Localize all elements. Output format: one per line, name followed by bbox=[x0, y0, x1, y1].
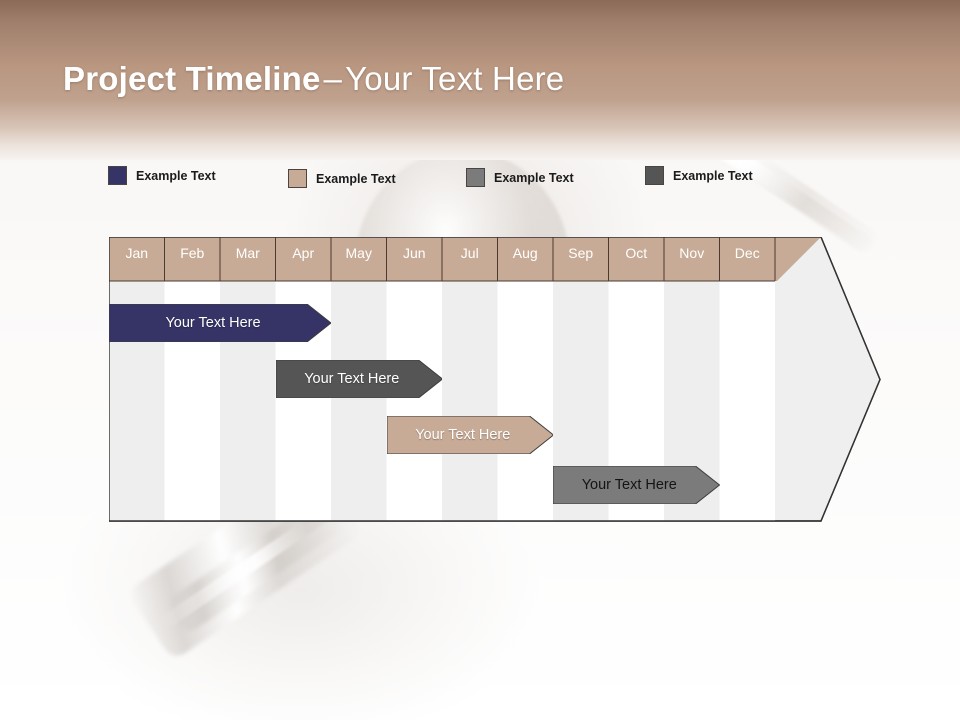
legend-item-label: Example Text bbox=[673, 168, 753, 183]
timeline-bar-2[interactable]: Your Text Here bbox=[275, 360, 442, 398]
timeline-bar-label: Your Text Here bbox=[304, 371, 400, 387]
page-title-strong: Project Timeline bbox=[63, 60, 321, 97]
legend-item-label: Example Text bbox=[316, 171, 396, 186]
header-band bbox=[0, 0, 960, 160]
legend-swatch-tan bbox=[288, 169, 307, 188]
timeline-bar-1[interactable]: Your Text Here bbox=[109, 304, 331, 342]
month-column-dec bbox=[719, 281, 775, 521]
month-column-aug bbox=[497, 281, 553, 521]
legend-swatch-gray bbox=[466, 168, 485, 187]
timeline-bar-shape bbox=[275, 360, 442, 398]
month-header-row bbox=[109, 237, 821, 281]
page-title-dash: – bbox=[323, 60, 343, 97]
legend-item-4[interactable]: Example Text bbox=[645, 166, 753, 185]
timeline-bar-label: Your Text Here bbox=[581, 477, 677, 493]
timeline-bar-shape bbox=[109, 304, 331, 342]
timeline-bar-label: Your Text Here bbox=[165, 315, 261, 331]
timeline-bar-shape bbox=[386, 416, 553, 454]
legend-item-2[interactable]: Example Text bbox=[288, 169, 396, 188]
timeline-bar-shape bbox=[553, 466, 720, 504]
timeline-bar-4[interactable]: Your Text Here bbox=[553, 466, 720, 504]
legend-swatch-navy bbox=[108, 166, 127, 185]
legend-item-label: Example Text bbox=[136, 168, 216, 183]
month-column-jun bbox=[386, 281, 442, 521]
timeline-bar-arrow bbox=[386, 416, 553, 454]
timeline-arrow-outline bbox=[109, 237, 881, 522]
legend: Example Text Example Text Example Text Exam… bbox=[108, 166, 848, 196]
legend-item-1[interactable]: Example Text bbox=[108, 166, 216, 185]
legend-item-3[interactable]: Example Text bbox=[466, 168, 574, 187]
month-column-may bbox=[331, 281, 387, 521]
timeline-bar-arrow bbox=[109, 304, 331, 342]
timeline-bar-arrow bbox=[275, 360, 442, 398]
timeline-bar-label: Your Text Here bbox=[415, 427, 511, 443]
page-title-light: Your Text Here bbox=[345, 60, 565, 97]
page-title: Project Timeline–Your Text Here bbox=[63, 60, 564, 98]
timeline-bar-arrow bbox=[553, 466, 720, 504]
legend-swatch-dark-gray bbox=[645, 166, 664, 185]
legend-item-label: Example Text bbox=[494, 170, 574, 185]
timeline-chart-canvas bbox=[109, 237, 881, 522]
month-column-jul bbox=[442, 281, 498, 521]
timeline-bar-3[interactable]: Your Text Here bbox=[386, 416, 553, 454]
